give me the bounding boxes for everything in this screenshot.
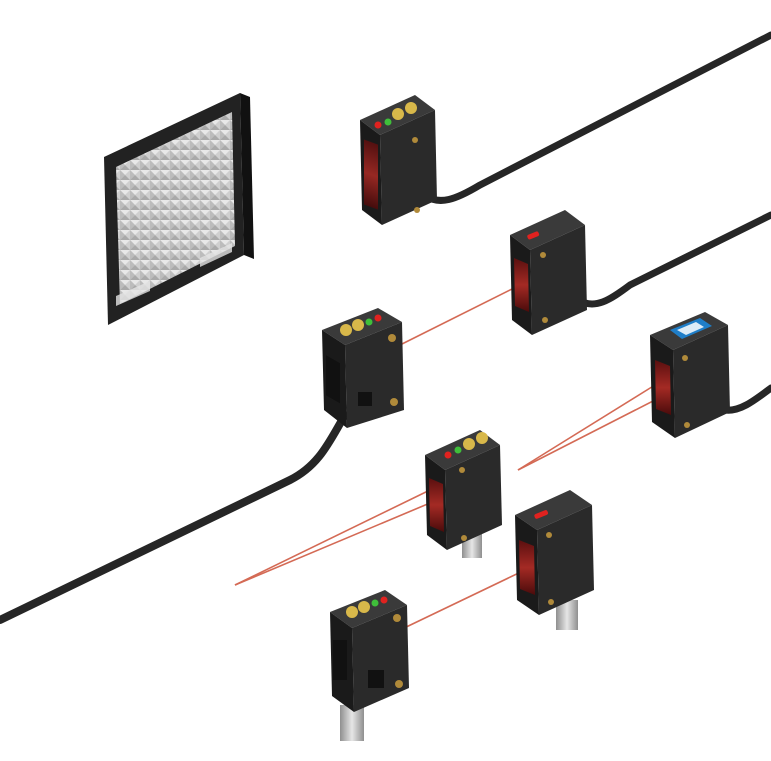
lens-window: [333, 640, 347, 680]
screw: [459, 467, 465, 473]
sensor-connector-middle: [425, 430, 502, 558]
lens-window: [364, 139, 378, 210]
screw: [542, 317, 548, 323]
m8-connector: [556, 600, 578, 630]
sensor-receiver-connector: [515, 490, 594, 630]
led-red: [527, 231, 540, 240]
beam-diffuse-4: [234, 502, 431, 586]
lens-window: [519, 540, 535, 595]
screw: [461, 535, 467, 541]
adjust-knob: [340, 324, 352, 336]
led-green: [384, 118, 392, 126]
led-green: [365, 318, 373, 326]
screw: [414, 207, 420, 213]
cable-sensor-2: [574, 211, 771, 308]
adjust-knob: [352, 319, 364, 331]
screw: [412, 137, 418, 143]
label-plate: [368, 670, 384, 688]
screw: [548, 599, 554, 605]
screw: [684, 422, 690, 428]
led-red: [534, 510, 549, 519]
led-green: [454, 446, 462, 454]
screw: [388, 334, 396, 342]
beam-diffuse-3: [234, 489, 431, 586]
sensor-emitter-cable: [322, 308, 404, 428]
adjust-knob: [463, 438, 475, 450]
led-red: [444, 451, 452, 459]
beam-pair-b: [399, 569, 526, 631]
lens-window: [655, 360, 671, 415]
beam-pair-a: [399, 284, 521, 346]
sensor-receiver-cable: [510, 210, 587, 335]
label-plate: [358, 392, 372, 406]
adjust-knob: [358, 601, 370, 613]
screw: [682, 355, 688, 361]
light-beams: [234, 284, 656, 631]
beam-diffuse-1: [517, 384, 656, 471]
beam-diffuse-2: [517, 399, 656, 471]
screw: [395, 680, 403, 688]
cable-sensor-3: [0, 411, 349, 624]
led-green: [371, 599, 379, 607]
led-red: [374, 314, 382, 322]
lens-window: [514, 258, 529, 312]
adjust-knob: [405, 102, 417, 114]
screw: [540, 252, 546, 258]
lens-window: [429, 478, 444, 532]
screw: [393, 614, 401, 622]
retroreflector: [104, 93, 254, 325]
screw: [546, 532, 552, 538]
m8-connector: [340, 705, 364, 741]
sensor-blue-window: [650, 312, 730, 438]
adjust-knob: [392, 108, 404, 120]
led-red: [374, 121, 382, 129]
sensor-top-cable: [360, 95, 437, 225]
lens-window: [326, 355, 340, 404]
led-red: [380, 596, 388, 604]
reflector-prism-face: [116, 112, 235, 304]
cable-sensor-1: [421, 31, 771, 204]
adjust-knob: [346, 606, 358, 618]
cable-sensor-4: [721, 384, 771, 414]
adjust-knob: [476, 432, 488, 444]
screw: [390, 398, 398, 406]
sensor-emitter-connector: [330, 590, 409, 741]
